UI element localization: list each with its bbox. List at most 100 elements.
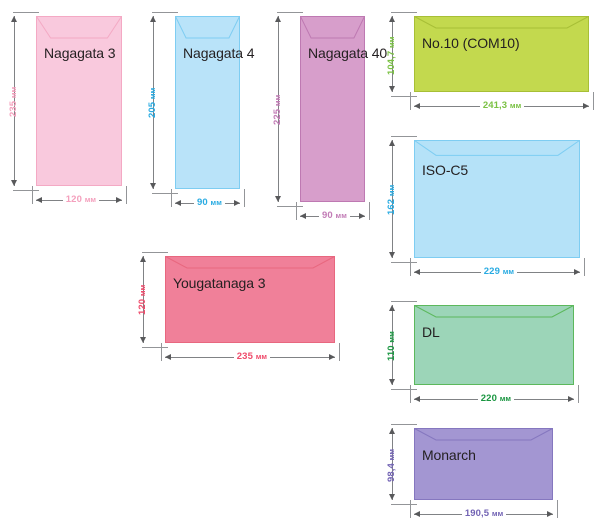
height-dimension-label-dl: 110 мм	[386, 330, 397, 361]
height-arrow-bottom-nagagata-3	[11, 180, 17, 186]
height-ext-bottom-nagagata-3	[13, 190, 39, 191]
height-dimension-line-no10-com10	[392, 16, 393, 92]
envelope-body-dl[interactable]	[414, 305, 574, 385]
width-ext-right-yougatanaga-3	[339, 343, 340, 361]
envelope-name-monarch: Monarch	[422, 447, 476, 463]
width-arrow-right-iso-c5	[574, 269, 580, 275]
width-arrow-right-no10-com10	[583, 103, 589, 109]
height-ext-top-dl	[391, 301, 417, 302]
height-dimension-line-monarch	[392, 428, 393, 500]
width-arrow-left-iso-c5	[414, 269, 420, 275]
width-dimension-label-no10-com10: 241,3 мм	[479, 101, 525, 111]
envelope-no10-com10: No.10 (COM10)	[414, 16, 589, 92]
height-ext-bottom-dl	[391, 389, 417, 390]
height-arrow-top-nagagata-3	[11, 16, 17, 22]
height-ext-top-yougatanaga-3	[142, 252, 168, 253]
height-arrow-top-nagagata-4	[150, 16, 156, 22]
envelope-body-no10-com10[interactable]	[414, 16, 589, 92]
height-dimension-label-nagagata-4: 205 мм	[147, 87, 158, 119]
width-dimension-label-iso-c5: 229 мм	[480, 267, 518, 277]
width-dimension-label-yougatanaga-3: 235 мм	[233, 352, 271, 362]
height-arrow-bottom-yougatanaga-3	[140, 337, 146, 343]
envelope-iso-c5: ISO-C5	[414, 140, 580, 258]
height-dimension-label-yougatanaga-3: 120 мм	[137, 284, 148, 316]
width-arrow-right-monarch	[547, 511, 553, 517]
height-ext-top-nagagata-4	[152, 12, 178, 13]
height-dimension-label-nagagata-3: 235 мм	[8, 86, 19, 117]
height-arrow-bottom-monarch	[389, 494, 395, 500]
width-ext-left-yougatanaga-3	[161, 343, 162, 361]
width-arrow-left-nagagata-3	[36, 197, 42, 203]
height-ext-top-monarch	[391, 424, 417, 425]
height-arrow-top-nagagata-40	[275, 16, 281, 22]
envelope-nagagata-40: Nagagata 40	[300, 16, 387, 202]
width-ext-left-nagagata-40	[296, 202, 297, 220]
envelope-body-nagagata-4[interactable]	[175, 16, 240, 189]
width-arrow-right-yougatanaga-3	[329, 354, 335, 360]
height-arrow-top-no10-com10	[389, 16, 395, 22]
height-ext-bottom-monarch	[391, 504, 417, 505]
height-ext-top-nagagata-40	[277, 12, 303, 13]
width-arrow-right-nagagata-4	[234, 200, 240, 206]
width-arrow-left-nagagata-4	[175, 200, 181, 206]
envelope-body-iso-c5[interactable]	[414, 140, 580, 258]
height-arrow-bottom-dl	[389, 379, 395, 385]
height-arrow-top-iso-c5	[389, 140, 395, 146]
height-ext-top-iso-c5	[391, 136, 417, 137]
width-ext-left-iso-c5	[410, 258, 411, 276]
width-arrow-left-dl	[414, 396, 420, 402]
width-ext-left-no10-com10	[410, 92, 411, 110]
height-arrow-bottom-no10-com10	[389, 86, 395, 92]
width-dimension-label-nagagata-4: 90 мм	[194, 198, 225, 208]
envelope-body-nagagata-3[interactable]	[36, 16, 122, 186]
height-dimension-line-iso-c5	[392, 140, 393, 258]
height-ext-bottom-nagagata-4	[152, 193, 178, 194]
width-arrow-left-no10-com10	[414, 103, 420, 109]
envelope-name-yougatanaga-3: Yougatanaga 3	[173, 275, 266, 291]
height-dimension-line-nagagata-3	[14, 16, 15, 186]
width-dimension-label-nagagata-40: 90 мм	[319, 211, 350, 221]
width-ext-right-nagagata-4	[244, 189, 245, 207]
envelope-name-no10-com10: No.10 (COM10)	[422, 35, 520, 51]
width-dimension-label-monarch: 190,5 мм	[461, 509, 507, 519]
width-arrow-right-nagagata-3	[116, 197, 122, 203]
envelope-yougatanaga-3: Yougatanaga 3	[165, 256, 335, 343]
envelope-name-nagagata-40: Nagagata 40	[308, 45, 388, 61]
height-dimension-line-nagagata-4	[153, 16, 154, 189]
height-arrow-bottom-nagagata-4	[150, 183, 156, 189]
height-arrow-bottom-iso-c5	[389, 252, 395, 258]
height-arrow-bottom-nagagata-40	[275, 196, 281, 202]
height-dimension-label-iso-c5: 162 мм	[386, 184, 397, 215]
height-arrow-top-dl	[389, 305, 395, 311]
height-dimension-line-dl	[392, 305, 393, 385]
width-ext-left-nagagata-3	[32, 186, 33, 204]
envelope-body-monarch[interactable]	[414, 428, 553, 500]
height-ext-top-no10-com10	[391, 12, 417, 13]
envelope-body-nagagata-40[interactable]	[300, 16, 365, 202]
width-ext-right-no10-com10	[593, 92, 594, 110]
envelope-monarch: Monarch	[414, 428, 553, 500]
width-ext-left-nagagata-4	[171, 189, 172, 207]
height-arrow-top-yougatanaga-3	[140, 256, 146, 262]
envelope-nagagata-4: Nagagata 4	[175, 16, 255, 189]
envelope-body-yougatanaga-3[interactable]	[165, 256, 335, 343]
width-dimension-label-nagagata-3: 120 мм	[62, 195, 100, 205]
width-dimension-label-dl: 220 мм	[477, 394, 515, 404]
envelope-name-nagagata-3: Nagagata 3	[44, 45, 116, 61]
width-ext-right-nagagata-40	[369, 202, 370, 220]
height-dimension-label-nagagata-40: 225 мм	[272, 94, 283, 125]
width-arrow-left-nagagata-40	[300, 213, 306, 219]
height-ext-top-nagagata-3	[13, 12, 39, 13]
height-ext-bottom-iso-c5	[391, 262, 417, 263]
envelope-name-iso-c5: ISO-C5	[422, 162, 469, 179]
height-dimension-line-yougatanaga-3	[143, 256, 144, 343]
width-arrow-right-nagagata-40	[359, 213, 365, 219]
height-dimension-label-no10-com10: 104,7 мм	[386, 36, 397, 75]
width-ext-right-monarch	[557, 500, 558, 518]
width-ext-left-dl	[410, 385, 411, 403]
width-ext-right-nagagata-3	[126, 186, 127, 204]
height-dimension-label-monarch: 98,4 мм	[386, 449, 397, 483]
width-arrow-left-yougatanaga-3	[165, 354, 171, 360]
width-ext-right-dl	[578, 385, 579, 403]
width-ext-right-iso-c5	[584, 258, 585, 276]
